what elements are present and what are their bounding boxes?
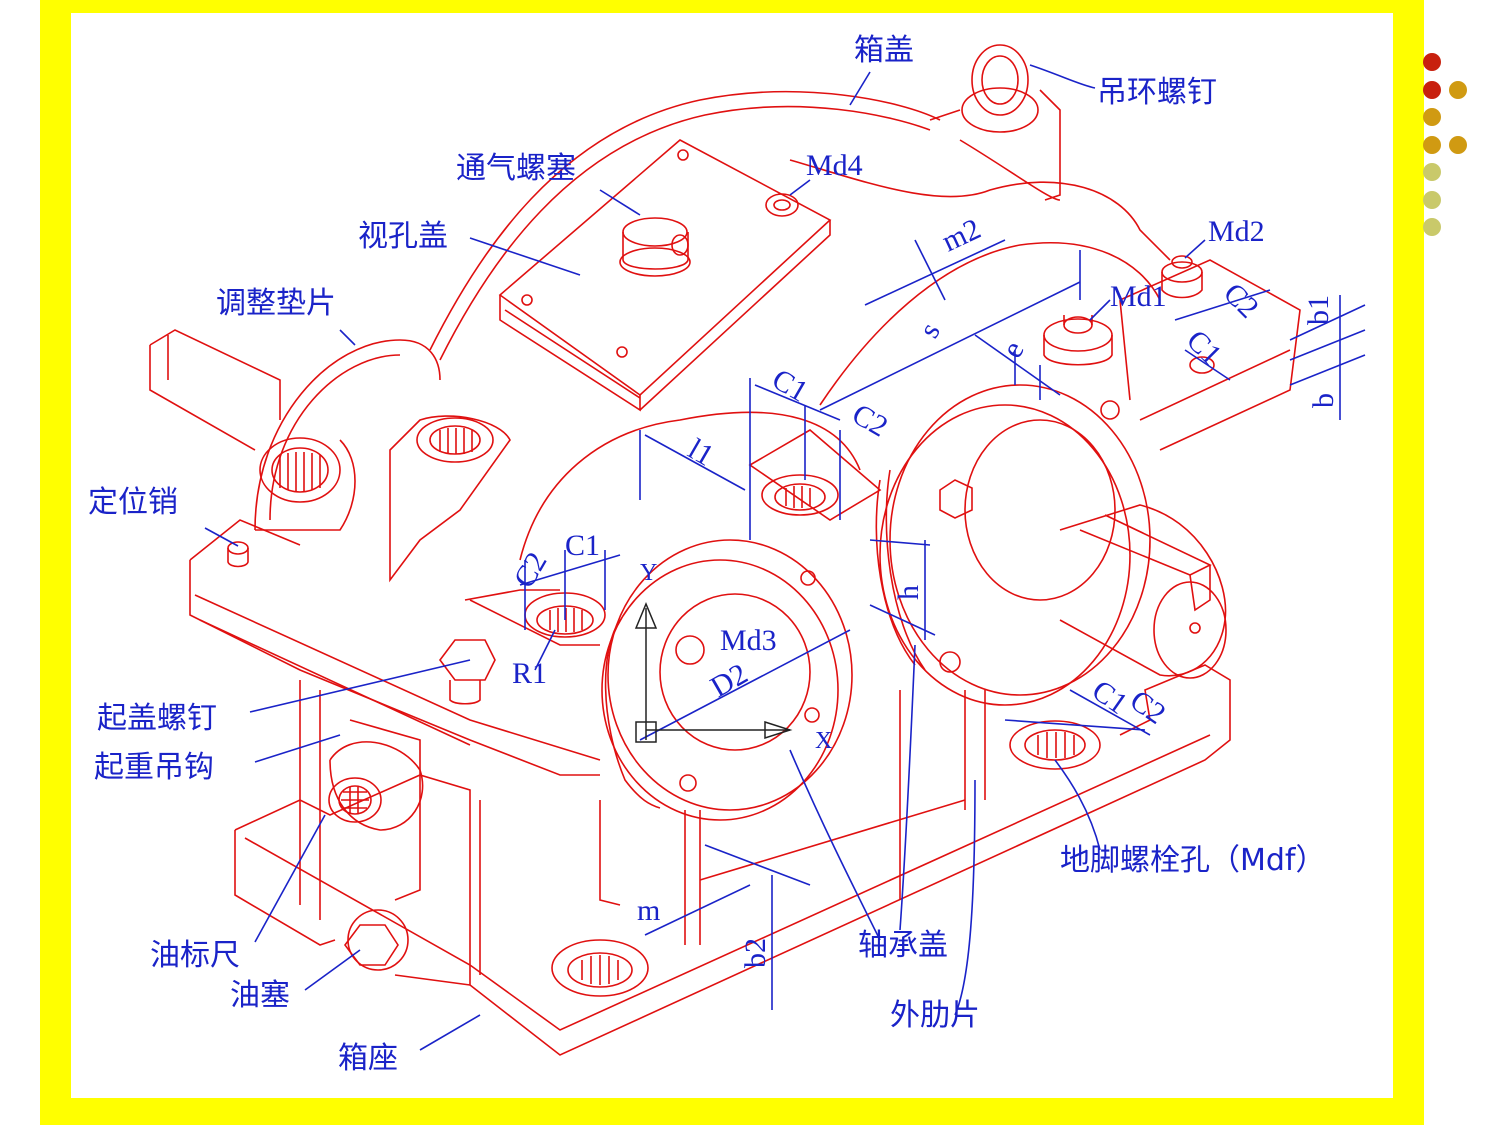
- decor-dot: [1423, 218, 1441, 236]
- label-md2: Md2: [1208, 215, 1265, 248]
- coordinate-axes: [634, 602, 793, 743]
- label-md4: Md4: [806, 149, 863, 182]
- label-md1: Md1: [1110, 280, 1167, 313]
- label-x-axis: X: [815, 728, 832, 754]
- label-lifting-hook: 起重吊钩: [94, 750, 214, 785]
- label-m: m: [637, 894, 660, 927]
- label-locating-pin: 定位销: [88, 485, 178, 520]
- annotation-lines: [204, 64, 1366, 1051]
- label-c2-top-right: C2: [1217, 277, 1265, 325]
- label-b: b: [1307, 393, 1340, 408]
- label-c2-left: C2: [507, 547, 553, 594]
- decor-dot: [1423, 81, 1441, 99]
- label-shim: 调整垫片: [216, 286, 336, 321]
- label-lifting-eye-bolt: 吊环螺钉: [1097, 75, 1217, 110]
- label-bearing-cover: 轴承盖: [858, 928, 948, 963]
- label-l1: l1: [683, 432, 720, 472]
- reducer-linework: [149, 44, 1301, 1056]
- label-d2: D2: [705, 657, 753, 704]
- label-c1-bottom: C1: [1086, 674, 1134, 721]
- label-c2-top: C2: [847, 397, 894, 443]
- decorative-dots: [1423, 53, 1467, 236]
- label-b1: b1: [1302, 295, 1335, 325]
- label-c1-left: C1: [565, 529, 600, 562]
- label-vent-plug: 通气螺塞: [456, 151, 576, 186]
- decor-dot: [1449, 81, 1467, 99]
- label-b2: b2: [739, 938, 772, 968]
- label-outer-rib: 外肋片: [890, 998, 980, 1033]
- label-c1-top: C1: [767, 362, 814, 408]
- decor-dot: [1423, 108, 1441, 126]
- drawing-canvas: [71, 13, 1393, 1098]
- decor-dot: [1423, 163, 1441, 181]
- label-e: e: [995, 335, 1030, 363]
- decor-dot: [1449, 136, 1467, 154]
- label-oil-plug: 油塞: [230, 978, 290, 1013]
- decor-dot: [1423, 53, 1441, 71]
- label-box-base: 箱座: [338, 1041, 398, 1076]
- label-foundation-bolt-hole: 地脚螺栓孔（Mdf）: [1060, 843, 1326, 878]
- label-oil-dipstick: 油标尺: [150, 938, 240, 973]
- label-md3: Md3: [720, 624, 777, 657]
- label-y-axis: Y: [640, 560, 657, 586]
- label-c1-top-right: C1: [1180, 324, 1228, 372]
- label-r1: R1: [512, 657, 547, 690]
- label-box-cover: 箱盖: [854, 33, 914, 68]
- label-inspection-cover: 视孔盖: [358, 219, 448, 254]
- decor-dot: [1423, 191, 1441, 209]
- label-s: s: [912, 317, 946, 344]
- decor-dot: [1423, 136, 1441, 154]
- label-m2: m2: [937, 212, 986, 258]
- label-cover-lifting-screw: 起盖螺钉: [97, 701, 217, 736]
- label-h: h: [892, 585, 925, 600]
